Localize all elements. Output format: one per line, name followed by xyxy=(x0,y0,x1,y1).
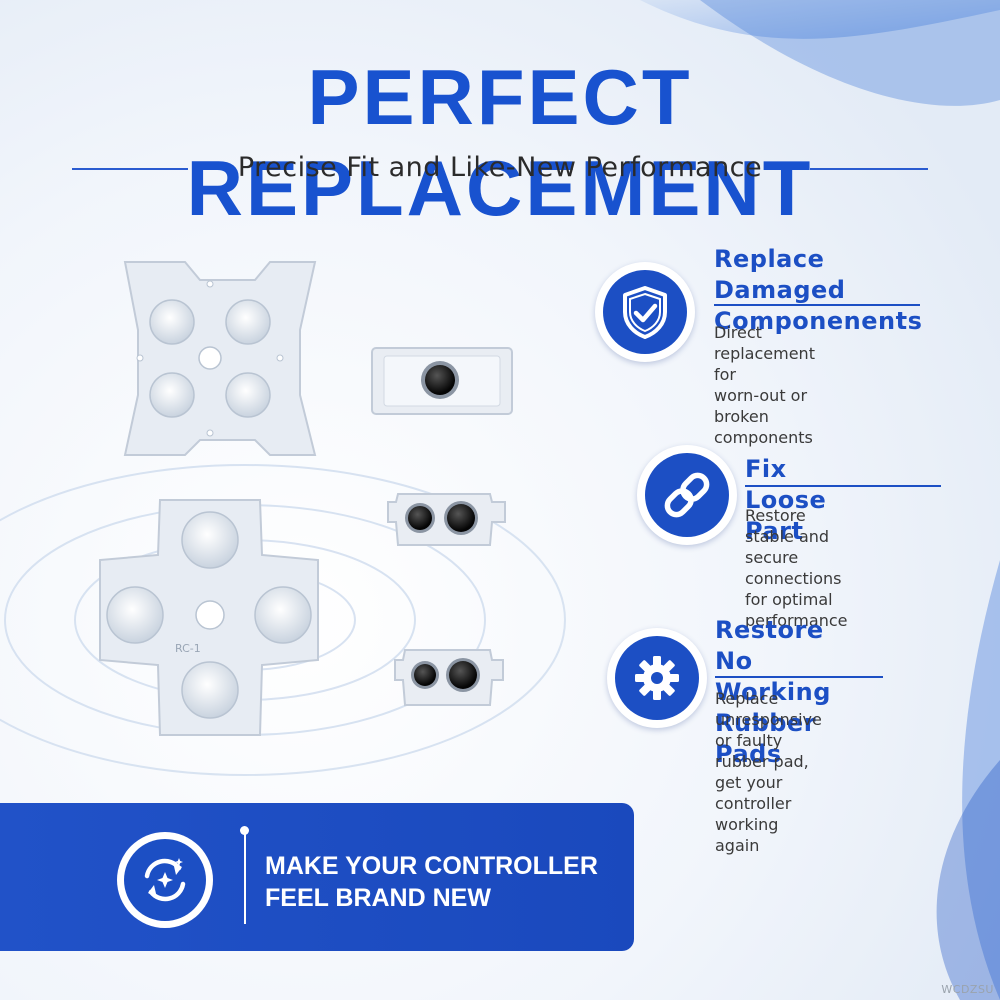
feature-badge xyxy=(637,445,737,545)
banner-text: MAKE YOUR CONTROLLER FEEL BRAND NEW xyxy=(265,852,598,912)
feature-title-underline xyxy=(745,485,941,487)
feature-description: Direct replacement for worn-out or broke… xyxy=(714,323,815,447)
single-contact-pad xyxy=(371,347,513,415)
feature-title: Restore No Working Rubber Pads xyxy=(715,616,831,768)
gear-icon xyxy=(635,656,679,700)
feature-title: Replace Damaged Componenents xyxy=(714,245,923,335)
cta-banner xyxy=(0,803,634,951)
subtitle-rule-right xyxy=(810,168,928,170)
dpad-contact-pad: RC-1 xyxy=(99,499,319,736)
double-contact-pad-upper xyxy=(387,493,506,546)
chain-link-icon xyxy=(664,472,710,518)
dpad-pad-mark: RC-1 xyxy=(175,642,201,655)
feature-description: Replace unresponsive or faulty rubber pa… xyxy=(715,689,822,855)
subtitle-row: Precise Fit and Like-New Performance xyxy=(0,150,1000,186)
watermark: WCDZSU xyxy=(941,983,994,996)
feature-title-underline xyxy=(715,676,883,678)
feature-title: Fix Loose Part xyxy=(745,455,827,545)
feature-badge xyxy=(595,262,695,362)
four-button-pad xyxy=(123,261,317,456)
shield-check-icon xyxy=(623,286,667,339)
refresh-sparkle-icon xyxy=(144,858,186,902)
feature-badge xyxy=(607,628,707,728)
banner-badge xyxy=(117,832,213,928)
banner-divider-dot xyxy=(240,826,249,835)
feature-title-underline xyxy=(714,304,920,306)
page-title: PERFECT REPLACEMENT xyxy=(186,53,814,232)
feature-description: Restore stable and secure connections fo… xyxy=(745,506,848,630)
banner-divider xyxy=(244,832,246,924)
subtitle-rule-left xyxy=(72,168,188,170)
page-subtitle: Precise Fit and Like-New Performance xyxy=(237,152,763,183)
double-contact-pad-lower xyxy=(394,649,504,706)
